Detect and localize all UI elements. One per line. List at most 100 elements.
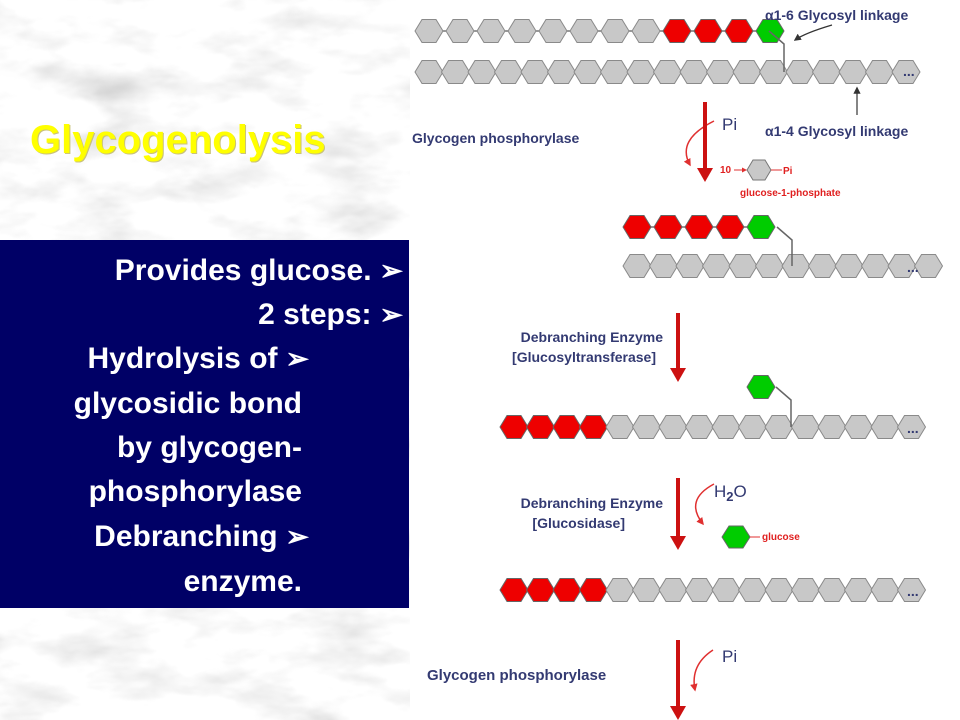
arrow-bullet-icon: ➢	[379, 255, 403, 286]
down-arrow	[670, 478, 686, 550]
glucose-residue-grey	[520, 60, 550, 84]
glucose-residue-red	[724, 19, 754, 43]
down-arrow	[697, 102, 713, 182]
glucose-residue-grey	[896, 578, 927, 602]
chain-3-main	[499, 415, 927, 439]
bullet-line: Hydrolysis of➢	[87, 342, 309, 375]
chain-ellipsis: ...	[907, 420, 919, 436]
glucose-residue-grey	[764, 578, 794, 602]
glucose-residue-grey	[834, 254, 864, 278]
glucose-residue-grey	[675, 254, 705, 278]
glucose-residue-grey	[493, 60, 524, 84]
glucose-residue-red	[653, 215, 683, 239]
glucose-residue-red	[662, 19, 692, 43]
enzyme-label-phosphorylase: Glycogen phosphorylase	[427, 667, 606, 684]
glucose-residue-grey	[701, 254, 732, 278]
alpha16-pointer-arrow	[793, 24, 833, 41]
glucose-residue-grey	[737, 415, 768, 439]
glucose-residue-grey	[711, 578, 741, 602]
chain-3-branch	[746, 375, 776, 399]
glucose-residue-grey	[658, 415, 688, 439]
glucose-residue-grey	[648, 254, 679, 278]
glucose-residue-green	[746, 375, 776, 399]
glucose-residue-grey	[605, 415, 635, 439]
enzyme-label-debranching: Debranching Enzyme	[521, 495, 664, 511]
bullet-line: by glycogen-	[116, 431, 302, 464]
glucose-residue-grey	[913, 254, 944, 278]
glucose-residue-grey	[440, 60, 471, 84]
arrow-bullet-icon: ➢	[285, 343, 309, 374]
chain-1-bottom	[414, 60, 921, 84]
glucose-residue-grey	[631, 578, 662, 602]
glucose-residue-grey	[838, 60, 868, 84]
chain-1-top	[414, 19, 785, 43]
free-glucose-residue	[721, 525, 751, 549]
glucose-residue-grey	[870, 578, 900, 602]
glucose-residue-red	[525, 415, 556, 439]
pi-curved-arrow	[690, 649, 714, 692]
water-curved-arrow	[694, 483, 715, 526]
glucose-residue-red	[693, 19, 723, 43]
bullet-line: glycosidic bond	[73, 387, 302, 420]
bullet-line: Debranching➢	[94, 520, 309, 553]
enzyme-type-glucosidase: [Glucosidase]	[532, 515, 625, 531]
glucose-residue-grey	[817, 578, 847, 602]
glucose-residue-grey	[546, 60, 577, 84]
glucose-residue-red	[622, 215, 652, 239]
glucose-residue-grey	[467, 60, 497, 84]
glucose-residue-red	[684, 215, 714, 239]
glucose-residue-grey	[507, 19, 537, 43]
bullet-list-box: Provides glucose.➢ 2 steps:➢ Hydrolysis …	[0, 240, 409, 608]
glucose-label: glucose	[762, 532, 800, 543]
glucose-residue-grey	[811, 60, 842, 84]
glucose-residue-grey	[764, 415, 794, 439]
pi-curved-arrow	[683, 120, 715, 167]
glucose-residue-grey	[781, 254, 811, 278]
glucose-residue-grey	[631, 19, 661, 43]
glucose-residue-grey	[445, 19, 475, 43]
glucose-residue-red	[552, 578, 582, 602]
glucose-residue-red	[552, 415, 582, 439]
glucose-residue-grey	[622, 254, 652, 278]
down-arrow	[670, 313, 686, 382]
glucose-residue-grey	[679, 60, 709, 84]
pi-label: Pi	[722, 115, 737, 134]
glucose-residue-grey	[817, 415, 847, 439]
glucose-residue-grey	[476, 19, 506, 43]
glucose-residue-grey	[728, 254, 758, 278]
alpha14-linkage-label: α1-4 Glycosyl linkage	[765, 123, 908, 139]
glucose-residue-grey	[790, 578, 821, 602]
glucose-residue-released	[746, 159, 772, 181]
glucose-residue-grey	[599, 60, 630, 84]
glucose-residue-grey	[732, 60, 762, 84]
slide-title: Glycogenolysis	[30, 118, 326, 162]
glucose-residue-grey	[843, 578, 874, 602]
glucose-residue-grey	[705, 60, 736, 84]
glucose-residue-grey	[860, 254, 891, 278]
bullet-line: 2 steps:➢	[258, 298, 403, 331]
glucose-residue-green	[746, 215, 776, 239]
glucose-residue-grey	[600, 19, 630, 43]
glucose-residue-red	[499, 415, 529, 439]
glucose-residue-grey	[754, 254, 785, 278]
glucose-residue-red	[525, 578, 556, 602]
chain-ellipsis: ...	[907, 259, 919, 275]
glucose-residue-grey	[896, 415, 927, 439]
glucose-residue-grey	[573, 60, 603, 84]
alpha16-linkage-label: α1-6 Glycosyl linkage	[765, 7, 908, 23]
glucose-residue-grey	[684, 578, 715, 602]
enzyme-type-glucosyltransferase: [Glucosyltransferase]	[512, 349, 656, 365]
arrow-bullet-icon: ➢	[285, 521, 309, 552]
glucose-1-phosphate-label: glucose-1-phosphate	[740, 188, 841, 199]
glucose-residue-grey	[626, 60, 656, 84]
enzyme-label-phosphorylase: Glycogen phosphorylase	[412, 130, 579, 146]
glucose-residue-grey	[711, 415, 741, 439]
chain-ellipsis: ...	[907, 583, 919, 599]
chain-4-main	[499, 578, 927, 602]
chain-2-top	[622, 215, 776, 239]
chain-ellipsis: ...	[903, 63, 915, 79]
glucose-residue-grey	[870, 415, 900, 439]
glucose-residue-grey	[652, 60, 683, 84]
arrow-bullet-icon: ➢	[379, 299, 403, 330]
